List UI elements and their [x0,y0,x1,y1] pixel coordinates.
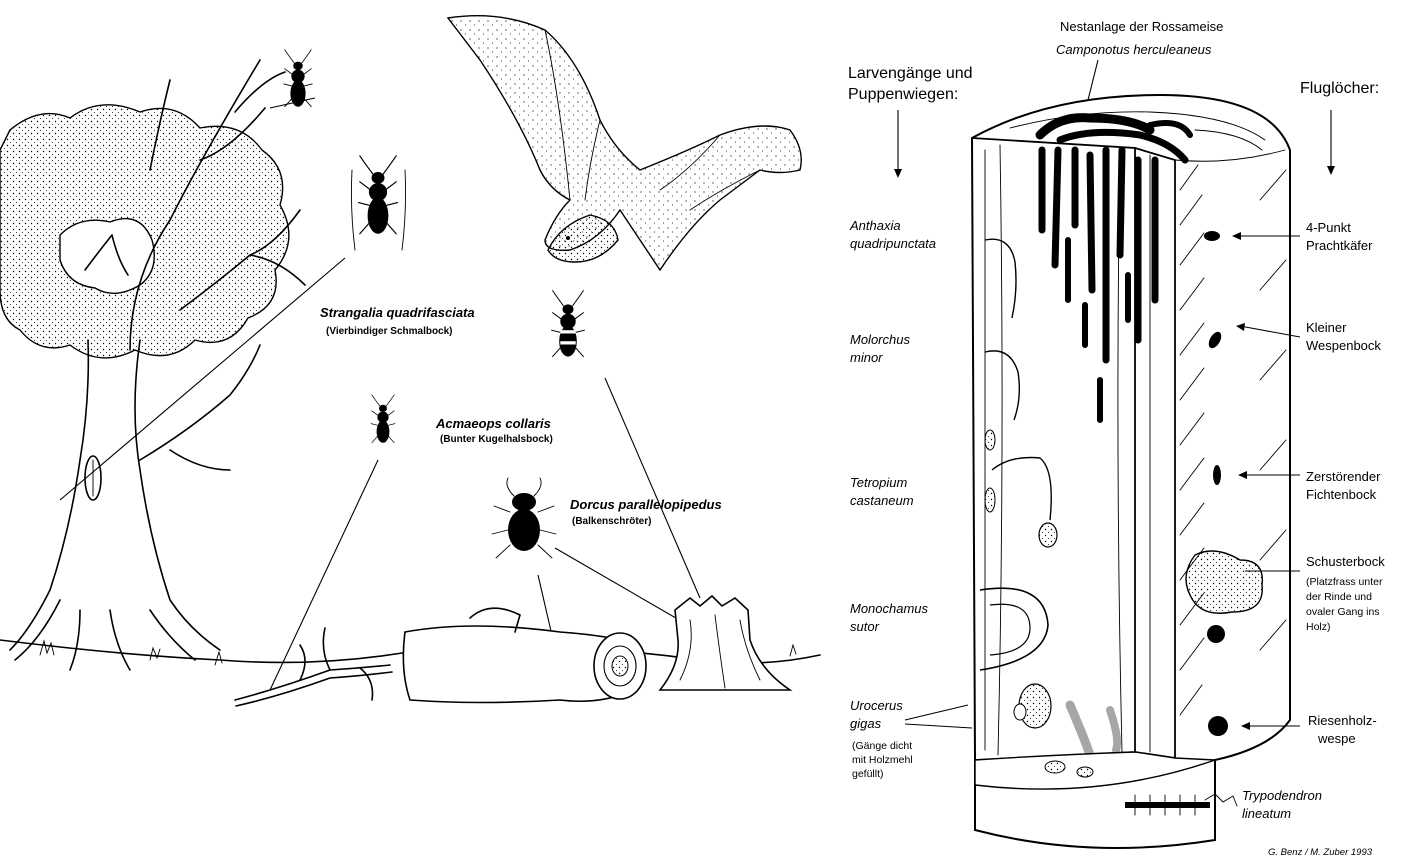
beetle-icon [371,395,395,443]
species-note-left: (Gänge dichtmit Holzmehlgefüllt) [852,740,913,780]
left-header: Larvengänge undPuppenwiegen: [848,65,973,103]
acmaeops-label: Acmaeops collaris [435,416,551,431]
species-label-right: 4-PunktPrachtkäfer [1306,220,1373,253]
bat-icon [448,16,801,270]
tree-icon [0,60,305,670]
species-label-left: Monochamussutor [850,601,929,634]
species-label-right: ZerstörenderFichtenbock [1306,469,1381,502]
branch-icon [235,628,392,706]
species-label-right: KleinerWespenbock [1306,320,1381,353]
right-header: Fluglöcher: [1300,80,1379,97]
wood-cross-section: Nestanlage der Rossameise Camponotus her… [848,19,1385,858]
species-label-right: Schusterbock [1306,554,1385,569]
stag-beetle-icon [492,478,556,558]
nest-label-scientific: Camponotus herculeaneus [1056,42,1212,57]
illustration-credit: G. Benz / M. Zuber 1993 [1268,847,1373,858]
flight-hole-3 [1213,465,1221,485]
forest-scene: Strangalia quadrifasciata (Vierbindiger … [0,16,820,706]
trypodendron-label: Trypodendronlineatum [1242,788,1322,821]
beetle-icon [359,156,398,234]
species-note-right: (Platzfrass unterder Rinde undovaler Gan… [1306,576,1383,633]
species-label-left: Urocerusgigas [850,698,903,731]
flight-hole-1 [1204,231,1220,241]
species-label-left: Tetropiumcastaneum [850,475,914,508]
species-label-right: Riesenholz-wespe [1308,713,1377,746]
species-label-left: Molorchusminor [850,332,910,365]
pointer-line [605,378,700,598]
beetle-icon [552,291,585,357]
strangalia-label: Strangalia quadrifasciata [320,305,475,320]
acmaeops-common: (Bunter Kugelhalsbock) [440,434,553,445]
strangalia-common: (Vierbindiger Schmalbock) [326,326,453,337]
beetle-icon [284,50,313,107]
species-label-left: Anthaxiaquadripunctata [849,218,936,251]
flight-hole-4 [1207,625,1225,643]
flight-hole-5 [1208,716,1228,736]
log-icon [403,608,646,702]
dorcus-label: Dorcus parallelopipedus [570,497,722,512]
nest-label: Nestanlage der Rossameise [1060,19,1223,34]
dorcus-common: (Balkenschröter) [572,516,651,527]
stump-icon [660,596,790,690]
